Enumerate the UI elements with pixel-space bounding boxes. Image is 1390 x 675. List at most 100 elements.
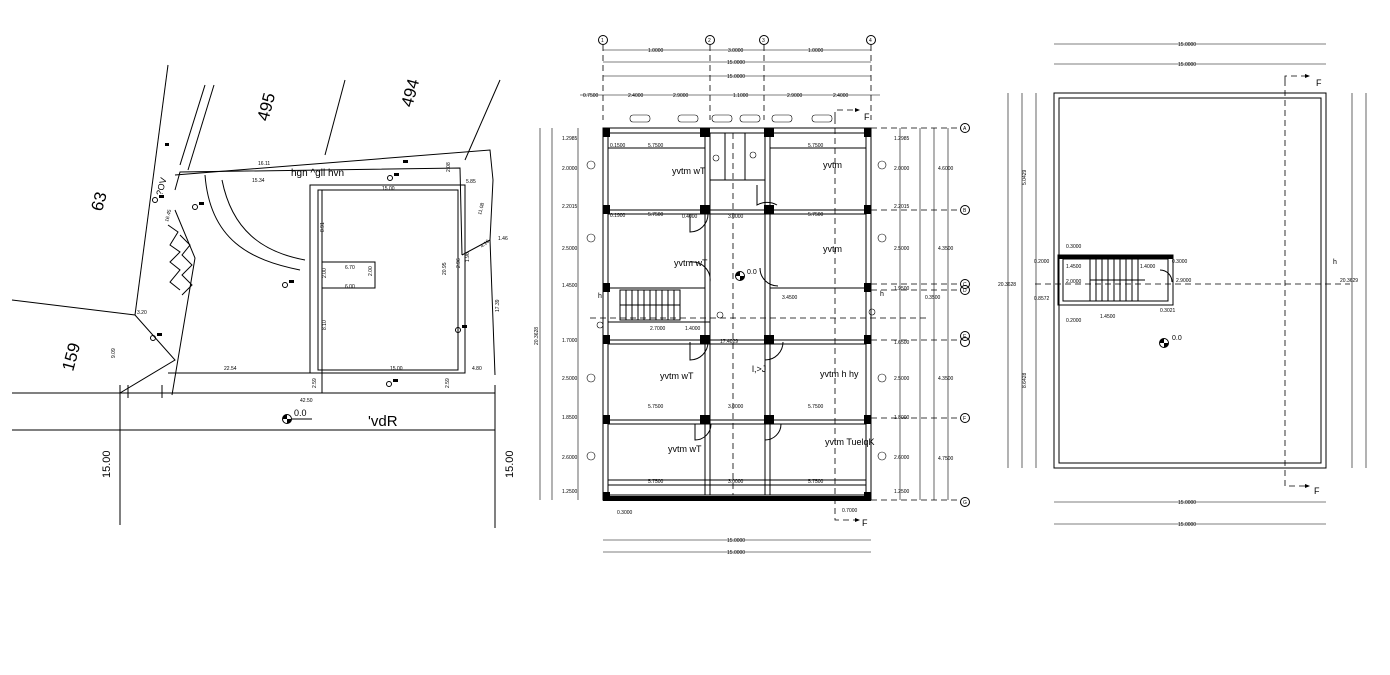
room-label: yvtm — [823, 160, 842, 170]
dim-text: 1.4000 — [1140, 264, 1156, 270]
roof-outline — [1054, 93, 1326, 468]
grid-label: G — [963, 500, 967, 506]
site-level-text: 0.0 — [294, 408, 307, 418]
dim-text: 3.0000 — [728, 214, 744, 220]
doors — [690, 185, 783, 440]
section-mark-bottom: F — [862, 518, 868, 528]
grid-label: B — [963, 208, 967, 214]
dim-text: 0.7500 — [583, 93, 599, 99]
roof-stair-treads — [1058, 255, 1173, 301]
room-label: l,>J — [752, 364, 766, 374]
dim: 2.59 — [312, 378, 318, 388]
dim-text: 20.3628 — [998, 282, 1016, 288]
dim-text: 2.2015 — [562, 204, 578, 210]
internal-walls — [590, 133, 930, 495]
roof-section-mark-top: F — [1316, 78, 1322, 88]
plot-number-495: 495 — [254, 91, 280, 123]
fixtures — [587, 152, 886, 460]
roof-door-arc — [1160, 270, 1172, 282]
dim-text: 0.4000 — [682, 214, 698, 220]
dim-text: 0.3000 — [1172, 259, 1188, 265]
dim-text: 5.0429 — [1022, 169, 1028, 185]
dim: 2.08 — [446, 162, 452, 172]
dim-text: 0.7000 — [842, 508, 858, 514]
plot-number-159: 159 — [59, 341, 85, 373]
plot-top-boundary — [175, 150, 493, 240]
dim: 5.85 — [466, 179, 476, 185]
dim-text: 2.5000 — [562, 246, 578, 252]
dim-text: 1.2500 — [894, 489, 910, 495]
dim-text: 1.4500 — [1066, 264, 1082, 270]
dim-text: 15.0000 — [727, 550, 745, 556]
dim-text: 2.7000 — [650, 326, 666, 332]
dim-text: 2.0000 — [1066, 279, 1082, 285]
dim-text: 4.7500 — [938, 456, 954, 462]
dim: 16.45 — [164, 209, 173, 223]
room-label: yvtm wT — [672, 166, 706, 176]
dim: 3.20 — [137, 310, 147, 316]
grid-bubbles-top: 1 2 3 4 — [599, 36, 876, 121]
road-width-left: 15.00 — [101, 450, 113, 478]
roof-inner — [1059, 98, 1321, 463]
plot-159-boundary — [12, 300, 175, 393]
dim-text: 1.7000 — [562, 338, 578, 344]
road-name: 'vdR — [368, 413, 398, 430]
floor-inner-wall — [608, 133, 866, 495]
dim-text: 0.8572 — [1034, 296, 1050, 302]
dim-text: 15.0000 — [727, 74, 745, 80]
floor-top-dimensions: 1.0000 3.0000 1.0000 15.0000 15.0000 0.7… — [580, 48, 880, 99]
dim-text: 0.1900 — [610, 213, 626, 219]
dim-text: 1.2985 — [894, 136, 910, 142]
dim-text: 20.3628 — [534, 327, 540, 345]
dim-text: 3.0000 — [728, 479, 744, 485]
dim-text: 4.3500 — [938, 376, 954, 382]
roof-level-symbol — [1160, 339, 1169, 348]
grid-label: F — [963, 416, 966, 422]
dim-text: 2.9000 — [673, 93, 689, 99]
ramp-chevrons-2 — [168, 225, 180, 290]
grid-bubble-label: 1 — [601, 38, 604, 44]
dim: 2.59 — [445, 378, 451, 388]
dim-text: 15.0000 — [1178, 522, 1196, 528]
dim: 17.39 — [495, 299, 501, 312]
building-inner — [318, 190, 458, 370]
dim: 2.00 — [322, 268, 328, 278]
h-mark-right: h — [880, 291, 884, 298]
room-label: yvtm h hy — [820, 369, 859, 379]
plot-right-boundary — [462, 240, 495, 375]
dim: 22.54 — [224, 366, 237, 372]
stair — [620, 290, 680, 320]
dim-text: 2.4000 — [833, 93, 849, 99]
dim-text: 0.1500 — [610, 143, 626, 149]
dim-text: 1.0000 — [648, 48, 664, 54]
grid-bubble-label: 2 — [708, 38, 711, 44]
section-mark-top: F — [864, 112, 870, 122]
section-cut-roof — [1285, 74, 1310, 488]
floor-bottom-dimensions: 15.0000 15.0000 0.3000 0.7000 — [603, 508, 871, 556]
floor-level-symbol — [736, 272, 745, 281]
roof-dimensions: 15.0000 15.0000 15.0000 15.0000 5.0429 8… — [998, 42, 1366, 528]
floor-level-text: 0.0 — [747, 269, 757, 276]
grid-bubbles-right: A B C D E F G — [871, 124, 970, 507]
dim: 8.10 — [322, 320, 328, 330]
dim: 2.00 — [368, 266, 374, 276]
dim: 16.11 — [258, 161, 270, 167]
dim: 9.09 — [111, 348, 117, 358]
site-left-label: ?OV — [154, 177, 168, 197]
site-top-label: hgn ^gll hvn — [291, 168, 344, 179]
dim-text: 0.2000 — [1034, 259, 1050, 265]
site-plan: 0.0 495 494 63 159 'vdR hgn ^gll hvn ?OV… — [12, 65, 516, 528]
driveway-curve-inner — [222, 180, 305, 260]
grid-label: A — [963, 126, 967, 132]
dim-text: 2.4000 — [628, 93, 644, 99]
dim: 15.00 — [382, 186, 395, 192]
floor-inner-dimensions: 5.7500 3.0000 5.7500 0.1500 0.1900 3.450… — [610, 143, 824, 485]
dim-text: 5.7500 — [648, 143, 664, 149]
dim-text: 5.7500 — [808, 143, 824, 149]
dim-text: 17.4029 — [720, 339, 738, 345]
dim-text: 3.0000 — [728, 404, 744, 410]
driveway-curve-outer — [205, 175, 300, 270]
road-width-right: 15.00 — [504, 450, 516, 478]
dim-text: 15.0000 — [727, 538, 745, 544]
dim-text: 5.7500 — [808, 212, 824, 218]
